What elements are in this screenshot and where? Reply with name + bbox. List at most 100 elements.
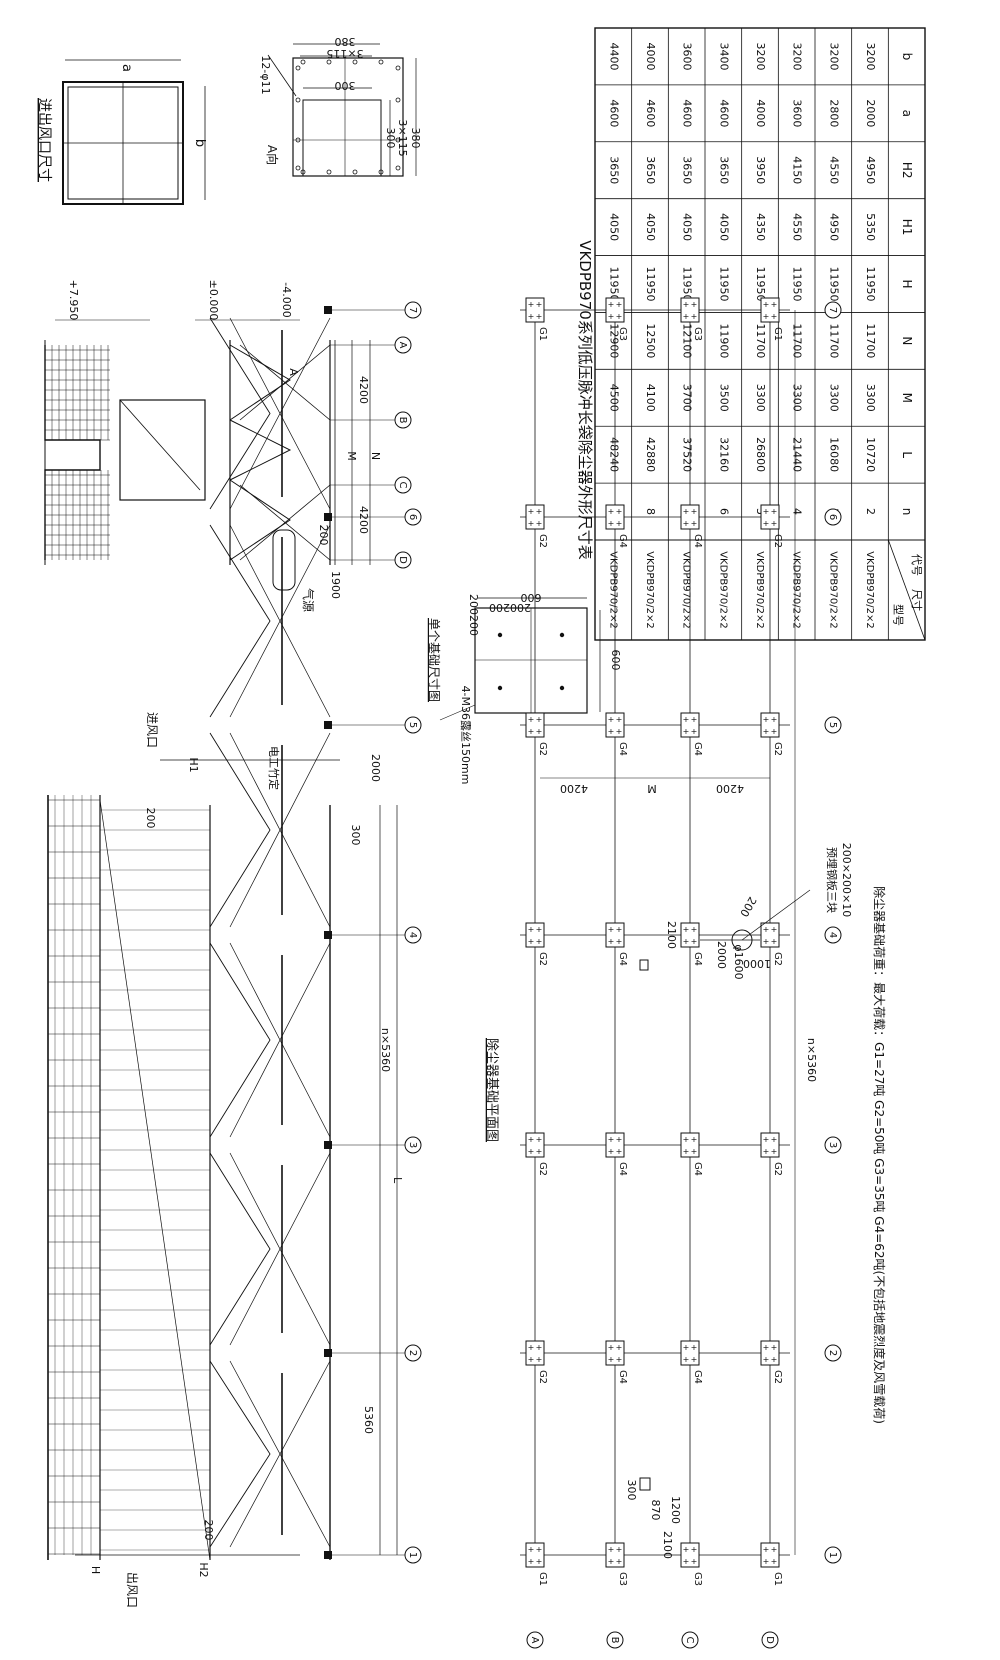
svg-text:+: + <box>691 727 698 736</box>
pad-label-G2: G2 <box>772 1370 783 1384</box>
inlet-title: 进出风口尺寸 <box>36 98 52 182</box>
side-d1900: 1900 <box>329 571 342 599</box>
table-cell: 32160 <box>717 437 730 472</box>
elevation-plus7950: +7.950 <box>67 280 80 321</box>
table-cell: 16080 <box>827 437 840 472</box>
svg-text:+: + <box>608 1147 615 1156</box>
svg-text:+: + <box>683 727 690 736</box>
plan-row-axis-C: C <box>684 1637 695 1644</box>
svg-text:+: + <box>528 1147 535 1156</box>
svg-text:+: + <box>683 300 690 309</box>
table-cell: 3200 <box>791 42 804 70</box>
svg-text:+: + <box>763 1557 770 1566</box>
svg-text:+: + <box>771 727 778 736</box>
svg-text:+: + <box>683 507 690 516</box>
pad-label-G2: G2 <box>772 952 783 966</box>
svg-text:+: + <box>683 1557 690 1566</box>
svg-text:+: + <box>536 1147 543 1156</box>
pad-label-G4: G4 <box>692 742 703 756</box>
foundation-pad <box>525 1542 545 1568</box>
single-d200200: 200200 <box>467 594 480 636</box>
table-cell: 10720 <box>864 437 877 472</box>
svg-text:+: + <box>536 312 543 321</box>
svg-text:+: + <box>528 1355 535 1364</box>
foundation-pad <box>605 1542 625 1568</box>
side-view: +7.950 ±0.000 -4.000 4200 4200 M N 200 1… <box>44 280 412 612</box>
table-cell: 4050 <box>717 213 730 241</box>
single-d600: 600 <box>521 591 542 604</box>
svg-text:+: + <box>536 1557 543 1566</box>
side-a-label: A <box>287 368 300 376</box>
plan-col-axis-6-circle <box>824 508 842 526</box>
elev-d200b: 200 <box>202 1520 215 1541</box>
flange-d380b: 380 <box>409 128 422 149</box>
pad-label-G4: G4 <box>617 742 628 756</box>
svg-text:+: + <box>528 507 535 516</box>
foundation-pad <box>605 712 625 738</box>
svg-text:+: + <box>771 715 778 724</box>
flange-d3x115: 3×115 <box>326 47 363 60</box>
table-cell: 3650 <box>644 156 657 184</box>
svg-text:+: + <box>683 312 690 321</box>
svg-text:+: + <box>616 925 623 934</box>
svg-text:+: + <box>616 1147 623 1156</box>
table-cell: 4 <box>791 508 804 515</box>
table-title: VKDPB970系列低压脉冲长袋除尘器外形尺寸表 <box>576 240 594 560</box>
pad-label-G1: G1 <box>772 327 783 341</box>
table-cell: 48240 <box>607 437 620 472</box>
plan-col-axis-7: 7 <box>827 307 838 313</box>
plan-d1000: 1000 <box>743 957 771 970</box>
svg-text:+: + <box>536 300 543 309</box>
table-cell: 11950 <box>644 267 657 302</box>
elev-dnx5360: n×5360 <box>379 1028 392 1072</box>
side-axis-A: A <box>397 342 408 349</box>
pad-label-G3: G3 <box>692 327 703 341</box>
table-row-model: VKDPB970/2×2 <box>644 551 655 629</box>
elev-d2000: 2000 <box>369 754 382 782</box>
plan-row-axis-B-circle <box>606 1631 624 1649</box>
plan-d4200b: 4200 <box>716 782 744 795</box>
table-cell: 4050 <box>607 213 620 241</box>
foundation-pad <box>760 1132 780 1158</box>
elev-d5360: 5360 <box>362 1406 375 1434</box>
svg-text:+: + <box>771 1355 778 1364</box>
plan-dnx5360: n×5360 <box>805 1038 818 1082</box>
plan-col-axis-6: 6 <box>827 514 838 520</box>
plan-col-axis-5: 5 <box>827 722 838 728</box>
svg-text:+: + <box>771 1147 778 1156</box>
pad-label-G4: G4 <box>692 534 703 548</box>
table-cell: 3300 <box>791 384 804 412</box>
front-elevation: 进风口 出风口 H H1 H2 电工竹定 2000 200 300 5360 L… <box>47 301 422 1608</box>
svg-text:+: + <box>691 507 698 516</box>
plan-col-axis-4-circle <box>824 926 842 944</box>
svg-text:+: + <box>763 925 770 934</box>
side-dN: N <box>369 452 382 460</box>
table-header-n: n <box>900 508 914 516</box>
table-cell: 11700 <box>754 323 767 358</box>
table-cell: 4150 <box>791 156 804 184</box>
foundation-pad <box>680 1340 700 1366</box>
svg-text:+: + <box>691 519 698 528</box>
svg-text:+: + <box>608 1557 615 1566</box>
svg-text:+: + <box>608 937 615 946</box>
pad-label-G2: G2 <box>537 1162 548 1176</box>
plan-dM: M <box>647 782 657 795</box>
svg-text:+: + <box>528 1135 535 1144</box>
table-cell: 4950 <box>864 156 877 184</box>
svg-text:+: + <box>771 1545 778 1554</box>
table-cell: 11900 <box>717 323 730 358</box>
svg-text:+: + <box>536 1545 543 1554</box>
dimension-table: 代号型号尺寸nLMNHH1H2abVKDPB970/2×221072033001… <box>594 27 926 641</box>
svg-text:+: + <box>616 312 623 321</box>
svg-text:+: + <box>771 1343 778 1352</box>
elev-axis-6-circle <box>404 508 422 526</box>
svg-text:+: + <box>536 1135 543 1144</box>
svg-text:+: + <box>616 507 623 516</box>
pad-label-G3: G3 <box>617 1572 628 1586</box>
foundation-pad <box>605 297 625 323</box>
elev-axis-2-circle <box>404 1344 422 1362</box>
table-cell: 11950 <box>827 267 840 302</box>
table-header-H2: H2 <box>900 162 914 179</box>
plan-row-axis-D: D <box>764 1636 775 1644</box>
